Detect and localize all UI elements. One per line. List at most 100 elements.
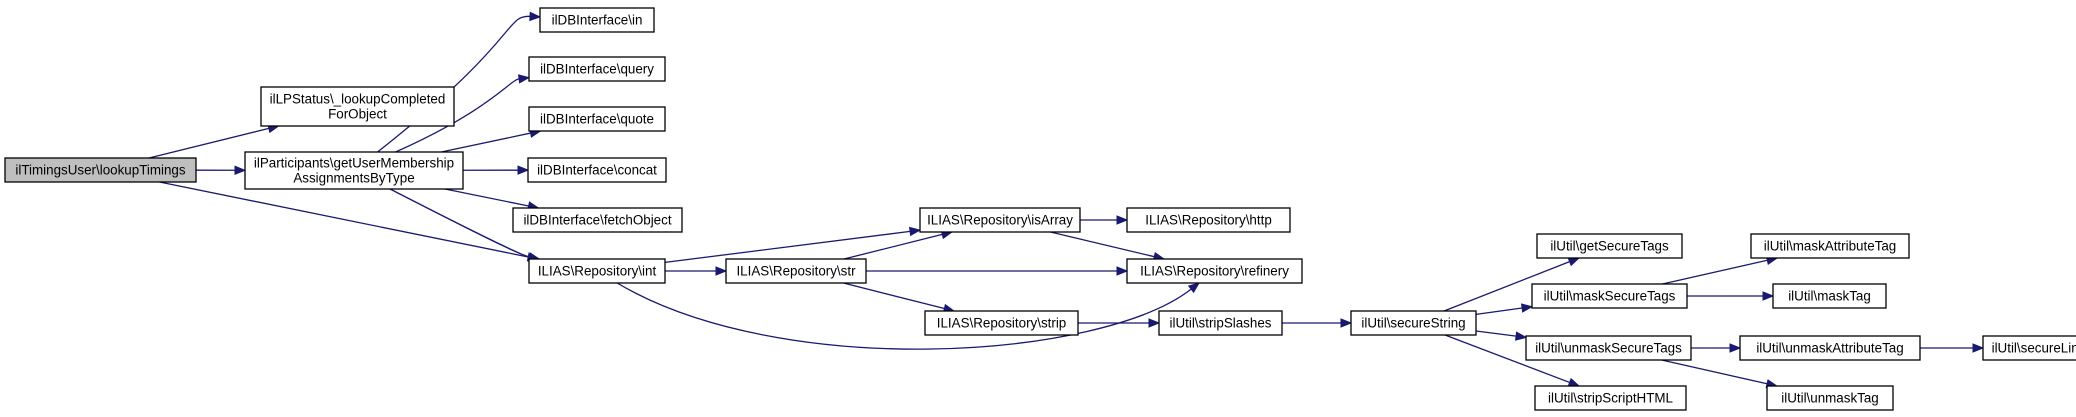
node-box[interactable] — [1531, 283, 1688, 309]
edge-arrowhead — [529, 11, 542, 22]
node-maskTag[interactable]: ilUtil\maskTag — [1772, 283, 1887, 309]
edge-arrowhead — [1514, 331, 1528, 341]
node-maskSecureTags[interactable]: ilUtil\maskSecureTags — [1531, 283, 1688, 309]
node-box[interactable] — [1536, 233, 1683, 259]
node-box[interactable] — [4, 157, 197, 183]
node-unmaskSecureTags[interactable]: ilUtil\unmaskSecureTags — [1525, 335, 1692, 361]
node-repo_int[interactable]: ILIAS\Repository\int — [528, 258, 666, 284]
edge-repo_int-to-repo_refinery — [616, 282, 1201, 350]
edge-repo_int-to-repo_isArray — [664, 226, 922, 264]
node-repo_strip[interactable]: ILIAS\Repository\strip — [924, 310, 1079, 336]
node-box[interactable] — [1126, 258, 1303, 284]
node-label: ilTimingsUser\lookupTimings — [15, 163, 185, 178]
edge-line — [148, 127, 270, 159]
node-secureString[interactable]: ilUtil\secureString — [1350, 310, 1477, 336]
edge-line — [1443, 261, 1570, 312]
node-lookupTimings[interactable]: ilTimingsUser\lookupTimings — [4, 157, 197, 183]
edge-arrowhead — [1567, 377, 1581, 387]
node-label: ilLPStatus\_lookupCompleted — [270, 92, 446, 107]
edge-getUserMembership-to-db_quote — [441, 128, 542, 153]
edge-secureString-to-maskSecureTags — [1475, 303, 1534, 316]
node-box[interactable] — [1750, 233, 1910, 259]
node-box[interactable] — [528, 106, 666, 132]
edge-secureString-to-unmaskSecureTags — [1475, 330, 1528, 341]
edge-repo_strip-to-stripSlashes — [1078, 318, 1161, 328]
node-repo_str[interactable]: ILIAS\Repository\str — [725, 258, 867, 284]
node-box[interactable] — [244, 151, 464, 190]
edge-unmaskSecureTags-to-unmaskAttributeTag — [1691, 343, 1742, 353]
edge-getUserMembership-to-db_concat — [462, 165, 530, 175]
node-label: ILIAS\Repository\refinery — [1140, 264, 1289, 279]
edge-repo_str-to-repo_strip — [843, 282, 956, 314]
node-unmaskTag[interactable]: ilUtil\unmaskTag — [1766, 385, 1894, 411]
node-label: ilDBInterface\quote — [540, 112, 654, 127]
node-box[interactable] — [539, 7, 655, 33]
edge-line — [616, 282, 1192, 350]
edge-repo_isArray-to-repo_http — [1080, 215, 1129, 225]
node-db_query[interactable]: ilDBInterface\query — [528, 56, 666, 82]
node-box[interactable] — [528, 56, 666, 82]
edge-line — [1475, 307, 1523, 316]
edge-maskSecureTags-to-maskAttributeTag — [1662, 255, 1779, 285]
node-box[interactable] — [1772, 283, 1887, 309]
edge-arrowhead — [1340, 318, 1353, 328]
edge-unmaskAttributeTag-to-secureLink — [1920, 343, 1985, 353]
node-stripSlashes[interactable]: ilUtil\stripSlashes — [1158, 310, 1283, 336]
node-label: ilDBInterface\query — [540, 62, 654, 77]
node-repo_refinery[interactable]: ILIAS\Repository\refinery — [1126, 258, 1303, 284]
node-db_quote[interactable]: ilDBInterface\quote — [528, 106, 666, 132]
node-box[interactable] — [1534, 385, 1687, 411]
call-graph-nodes: ilTimingsUser\lookupTimings ilLPStatus\_l… — [4, 7, 2076, 411]
node-unmaskAttributeTag[interactable]: ilUtil\unmaskAttributeTag — [1739, 335, 1921, 361]
edge-repo_int-to-repo_str — [665, 266, 728, 276]
edge-maskSecureTags-to-maskTag — [1687, 291, 1775, 301]
node-box[interactable] — [1158, 310, 1283, 336]
node-maskAttributeTag[interactable]: ilUtil\maskAttributeTag — [1750, 233, 1910, 259]
edge-line — [441, 132, 531, 153]
edge-arrowhead — [517, 74, 531, 84]
edge-arrowhead — [1148, 318, 1161, 328]
node-label: ilUtil\getSecureTags — [1550, 239, 1669, 254]
node-box[interactable] — [919, 207, 1081, 233]
edge-line — [444, 188, 529, 207]
node-box[interactable] — [512, 207, 683, 233]
node-box[interactable] — [1126, 207, 1291, 233]
node-box[interactable] — [1739, 335, 1921, 361]
node-box[interactable] — [1525, 335, 1692, 361]
node-label: ilDBInterface\in — [552, 13, 643, 28]
node-label: ILIAS\Repository\isArray — [927, 213, 1073, 228]
node-box[interactable] — [1350, 310, 1477, 336]
node-box[interactable] — [924, 310, 1079, 336]
node-db_fetchObject[interactable]: ilDBInterface\fetchObject — [512, 207, 683, 233]
node-stripScriptHTML[interactable]: ilUtil\stripScriptHTML — [1534, 385, 1687, 411]
node-box[interactable] — [725, 258, 867, 284]
node-getSecureTags[interactable]: ilUtil\getSecureTags — [1536, 233, 1683, 259]
edge-getUserMembership-to-db_query — [395, 74, 531, 153]
node-secureLink[interactable]: ilUtil\secureLink — [1982, 335, 2076, 361]
node-box[interactable] — [528, 258, 666, 284]
edge-line — [395, 78, 520, 153]
node-label: ilDBInterface\fetchObject — [523, 213, 671, 228]
node-label: ilUtil\maskSecureTags — [1544, 289, 1676, 304]
edge-lookupTimings-to-repo_int — [159, 181, 540, 262]
node-box[interactable] — [1766, 385, 1894, 411]
node-box[interactable] — [260, 86, 455, 127]
edge-line — [664, 230, 911, 264]
node-db_in[interactable]: ilDBInterface\in — [539, 7, 655, 33]
node-box[interactable] — [1982, 335, 2076, 361]
edge-line — [159, 181, 529, 258]
edge-arrowhead — [1972, 343, 1985, 353]
node-label: ForObject — [328, 107, 387, 122]
node-db_concat[interactable]: ilDBInterface\concat — [527, 157, 667, 183]
node-getUserMembership[interactable]: ilParticipants\getUserMembershipAssignme… — [244, 151, 464, 190]
node-box[interactable] — [527, 157, 667, 183]
node-label: ilUtil\secureString — [1361, 316, 1465, 331]
node-label: ilUtil\maskTag — [1788, 289, 1871, 304]
node-repo_isArray[interactable]: ILIAS\Repository\isArray — [919, 207, 1081, 233]
edge-arrowhead — [1567, 257, 1581, 267]
node-repo_http[interactable]: ILIAS\Repository\http — [1126, 207, 1291, 233]
edge-line — [1475, 330, 1517, 337]
edge-lookupTimings-to-getUserMembership — [195, 165, 247, 176]
node-label: ILIAS\Repository\int — [538, 264, 657, 279]
